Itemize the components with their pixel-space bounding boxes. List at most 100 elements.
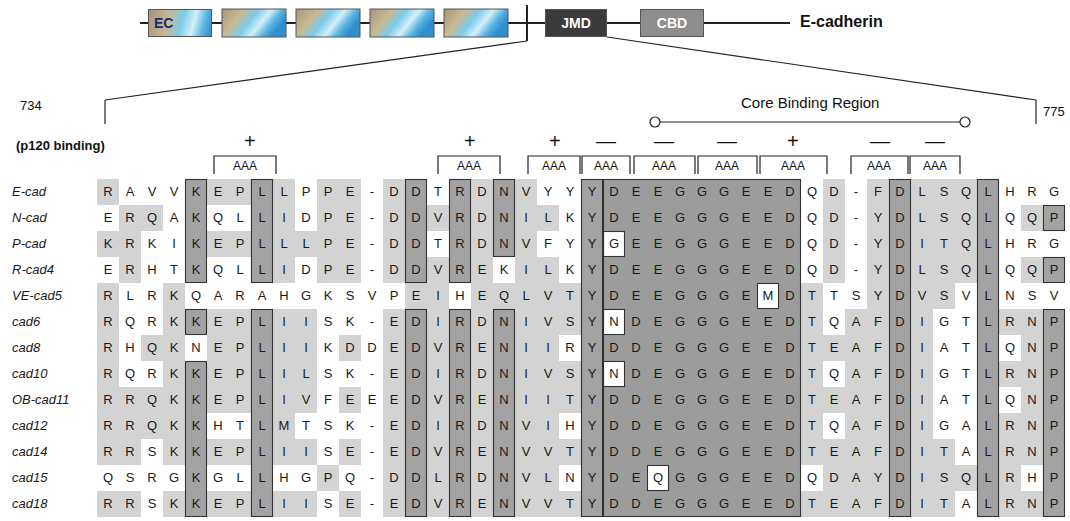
conserved-shade [735,309,757,335]
residue-cell: N [493,492,515,516]
residue-cell: F [317,388,339,412]
mismatch-cell [604,362,624,386]
conserved-shade [691,361,713,387]
residue-cell: D [889,258,911,282]
residue-cell: L [537,466,559,490]
similarity-shade [559,361,581,387]
residue-cell: A [955,414,977,438]
residue-cell: T [801,362,823,386]
identity-shade [185,413,207,439]
residue-cell: Y [867,258,889,282]
residue-cell: I [515,206,537,230]
cadherin-name: P-cad [12,232,46,256]
residue-cell: I [537,336,559,360]
residue-cell: V [515,414,537,438]
identity-shade [1043,309,1065,335]
residue-cell: D [779,466,801,490]
residue-cell: R [97,440,119,464]
identity-shade [977,439,999,465]
residue-cell: K [185,492,207,516]
residue-cell: I [273,206,295,230]
mismatch-cell [604,310,624,334]
conserved-shade [713,439,735,465]
similarity-shade [471,179,493,205]
box-outline [758,284,779,309]
residue-cell: N [1021,336,1043,360]
identity-shade [185,205,207,231]
residue-cell: P [1043,414,1065,438]
residue-cell: D [405,492,427,516]
residue-cell: N [603,362,625,386]
identity-shade [185,439,207,465]
identity-shade [493,465,515,491]
similarity-shade [867,361,889,387]
residue-cell: R [1021,180,1043,204]
residue-cell: T [559,492,581,516]
domain-label: EC [154,15,173,31]
identity-shade [449,179,471,205]
residue-cell: E [735,284,757,308]
similarity-shade [471,491,493,517]
residue-cell: D [405,414,427,438]
residue-cell: M [757,284,779,308]
residue-cell: G [669,414,691,438]
similarity-shade [1021,205,1043,231]
residue-cell: R [97,362,119,386]
similarity-shade [141,413,163,439]
similarity-shade [933,257,955,283]
mutation-label: AAA [594,159,618,173]
residue-cell: V [515,466,537,490]
similarity-shade [119,231,141,257]
residue-cell: N [493,232,515,256]
residue-cell: A [845,336,867,360]
similarity-shade [911,231,933,257]
identity-shade [185,309,207,335]
residue-cell: S [559,310,581,334]
residue-cell: A [845,414,867,438]
identity-shade [1043,387,1065,413]
residue-cell: L [977,284,999,308]
identity-shade [977,179,999,205]
similarity-shade [119,257,141,283]
similarity-shade [515,231,537,257]
similarity-shade [163,413,185,439]
similarity-shade [537,387,559,413]
residue-cell: T [559,440,581,464]
residue-cell: V [955,284,977,308]
similarity-shade [295,387,317,413]
residue-cell: G [669,284,691,308]
identity-shade [405,257,427,283]
residue-cell: P [317,206,339,230]
residue-cell: I [911,310,933,334]
residue-cell: G [933,310,955,334]
identity-shade [405,335,427,361]
similarity-shade [97,309,119,335]
residue-cell: P [317,180,339,204]
domain-label: JMD [561,15,591,31]
residue-cell: E [207,310,229,334]
residue-cell: Q [1021,206,1043,230]
residue-cell: T [427,232,449,256]
residue-cell: L [251,362,273,386]
identity-shade [889,361,911,387]
identity-shade [251,335,273,361]
similarity-shade [471,413,493,439]
residue-cell: F [867,180,889,204]
box-outline [186,362,207,517]
residue-cell: E [823,440,845,464]
identity-shade [251,413,273,439]
residue-cell: L [251,492,273,516]
residue-cell: D [625,362,647,386]
conserved-shade [647,257,669,283]
residue-cell: Q [823,362,845,386]
residue-cell: V [537,440,559,464]
conserved-shade [779,231,801,257]
similarity-shade [383,413,405,439]
similarity-shade [427,387,449,413]
residue-cell: A [251,284,273,308]
identity-shade [977,309,999,335]
identity-shade [581,361,603,387]
identity-shade [405,439,427,465]
similarity-shade [427,335,449,361]
conserved-shade [779,439,801,465]
